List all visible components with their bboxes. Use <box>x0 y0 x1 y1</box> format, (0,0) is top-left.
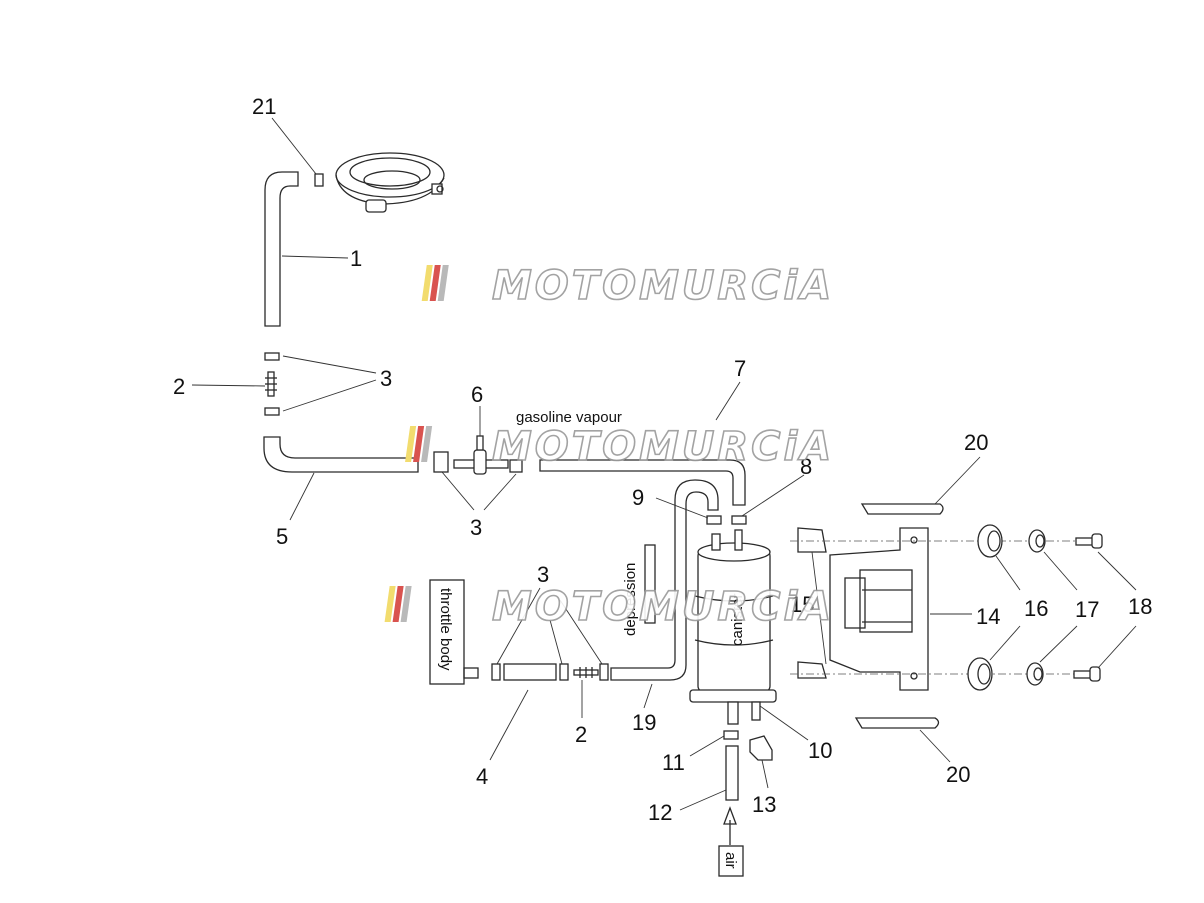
connector-2-low <box>573 667 599 678</box>
watermark-stripe-3 <box>421 426 433 462</box>
ring-3-mid-right <box>509 459 523 473</box>
watermark-stripe-2 <box>413 426 425 462</box>
depression-label: depression <box>622 563 639 636</box>
filler-housing <box>335 152 445 213</box>
watermark-stripe-1 <box>384 586 396 622</box>
air-label: air <box>722 852 739 869</box>
callout-21: 21 <box>252 94 276 119</box>
callout-8: 8 <box>800 454 812 479</box>
watermark-text: MOTOMURCiA <box>492 584 834 630</box>
hose-5 <box>263 436 419 473</box>
callout-18: 18 <box>1128 594 1152 619</box>
depression-pipe <box>644 544 656 624</box>
screw-18-bottom <box>1073 666 1101 682</box>
callout-numbers: 21 1 2 3 6 7 8 9 3 5 20 14 15 16 17 18 3… <box>173 94 1152 825</box>
cap-13 <box>749 735 773 761</box>
hose-1 <box>264 171 299 327</box>
canister-label: canister <box>729 593 746 646</box>
callout-20-top: 20 <box>964 430 988 455</box>
callout-7: 7 <box>734 356 746 381</box>
hose-19 <box>610 479 719 681</box>
callout-3-top: 3 <box>380 366 392 391</box>
part-21-clip <box>314 173 324 187</box>
leader-lines <box>191 117 1137 811</box>
hose-4 <box>503 663 557 681</box>
callout-15: 15 <box>790 592 814 617</box>
air-arrow <box>723 806 737 845</box>
callout-14: 14 <box>976 604 1000 629</box>
gasoline-vapour-label: gasoline vapour <box>516 409 622 426</box>
watermark-stripe-2 <box>392 586 404 622</box>
callout-3-low: 3 <box>537 562 549 587</box>
callout-13: 13 <box>752 792 776 817</box>
watermark-stripe-3 <box>437 265 449 301</box>
throttle-body-box <box>429 579 465 685</box>
ring-3-low-3 <box>599 663 609 681</box>
callout-3-mid: 3 <box>470 515 482 540</box>
ring-3-bottom <box>264 407 280 416</box>
throttle-stub <box>463 667 479 679</box>
throttle-body-label: throttle body <box>437 588 454 671</box>
callout-2-low: 2 <box>575 722 587 747</box>
canister-10 <box>689 529 777 725</box>
callout-12: 12 <box>648 800 672 825</box>
ring-8 <box>731 515 747 525</box>
plate-20-bottom <box>854 717 940 729</box>
callout-5: 5 <box>276 524 288 549</box>
t-piece-6 <box>453 435 509 475</box>
callout-6: 6 <box>471 382 483 407</box>
callout-11: 11 <box>662 750 685 775</box>
bush-17-bottom <box>1026 662 1044 686</box>
bush-17-top <box>1028 529 1046 553</box>
watermark-text: MOTOMURCiA <box>492 424 834 470</box>
clip-15-top <box>797 527 827 553</box>
ring-3-mid-left <box>433 451 449 473</box>
ring-9 <box>706 515 722 525</box>
hose-12 <box>725 745 739 801</box>
callout-17: 17 <box>1075 597 1099 622</box>
callout-9: 9 <box>632 485 644 510</box>
watermark-middle: MOTOMURCiA <box>405 423 834 471</box>
grommet-16-bottom <box>967 657 993 691</box>
hose-7 <box>539 459 746 506</box>
screw-18-top <box>1075 533 1103 549</box>
bracket-14 <box>829 527 929 691</box>
clip-15-bottom <box>797 661 827 679</box>
plate-20-top <box>860 503 944 515</box>
callout-1: 1 <box>350 246 362 271</box>
connector-2-left <box>265 371 277 397</box>
callout-2-left: 2 <box>173 374 185 399</box>
watermark-text: MOTOMURCiA <box>492 263 834 309</box>
ring-3-low-1 <box>491 663 501 681</box>
callout-4: 4 <box>476 764 488 789</box>
watermark-stripe-2 <box>429 265 441 301</box>
watermark-bottom: MOTOMURCiA <box>384 583 834 631</box>
callout-20-bottom: 20 <box>946 762 970 787</box>
watermark-stripe-3 <box>400 586 412 622</box>
callout-16: 16 <box>1024 596 1048 621</box>
callout-19: 19 <box>632 710 656 735</box>
watermark-stripe-1 <box>421 265 433 301</box>
ring-3-top <box>264 352 280 361</box>
callout-10: 10 <box>808 738 832 763</box>
air-box <box>718 845 744 877</box>
ring-3-low-2 <box>559 663 569 681</box>
grommet-16-top <box>977 524 1003 558</box>
watermark-stripe-1 <box>405 426 417 462</box>
ring-11 <box>723 730 739 740</box>
watermark-top: MOTOMURCiA <box>421 262 834 310</box>
